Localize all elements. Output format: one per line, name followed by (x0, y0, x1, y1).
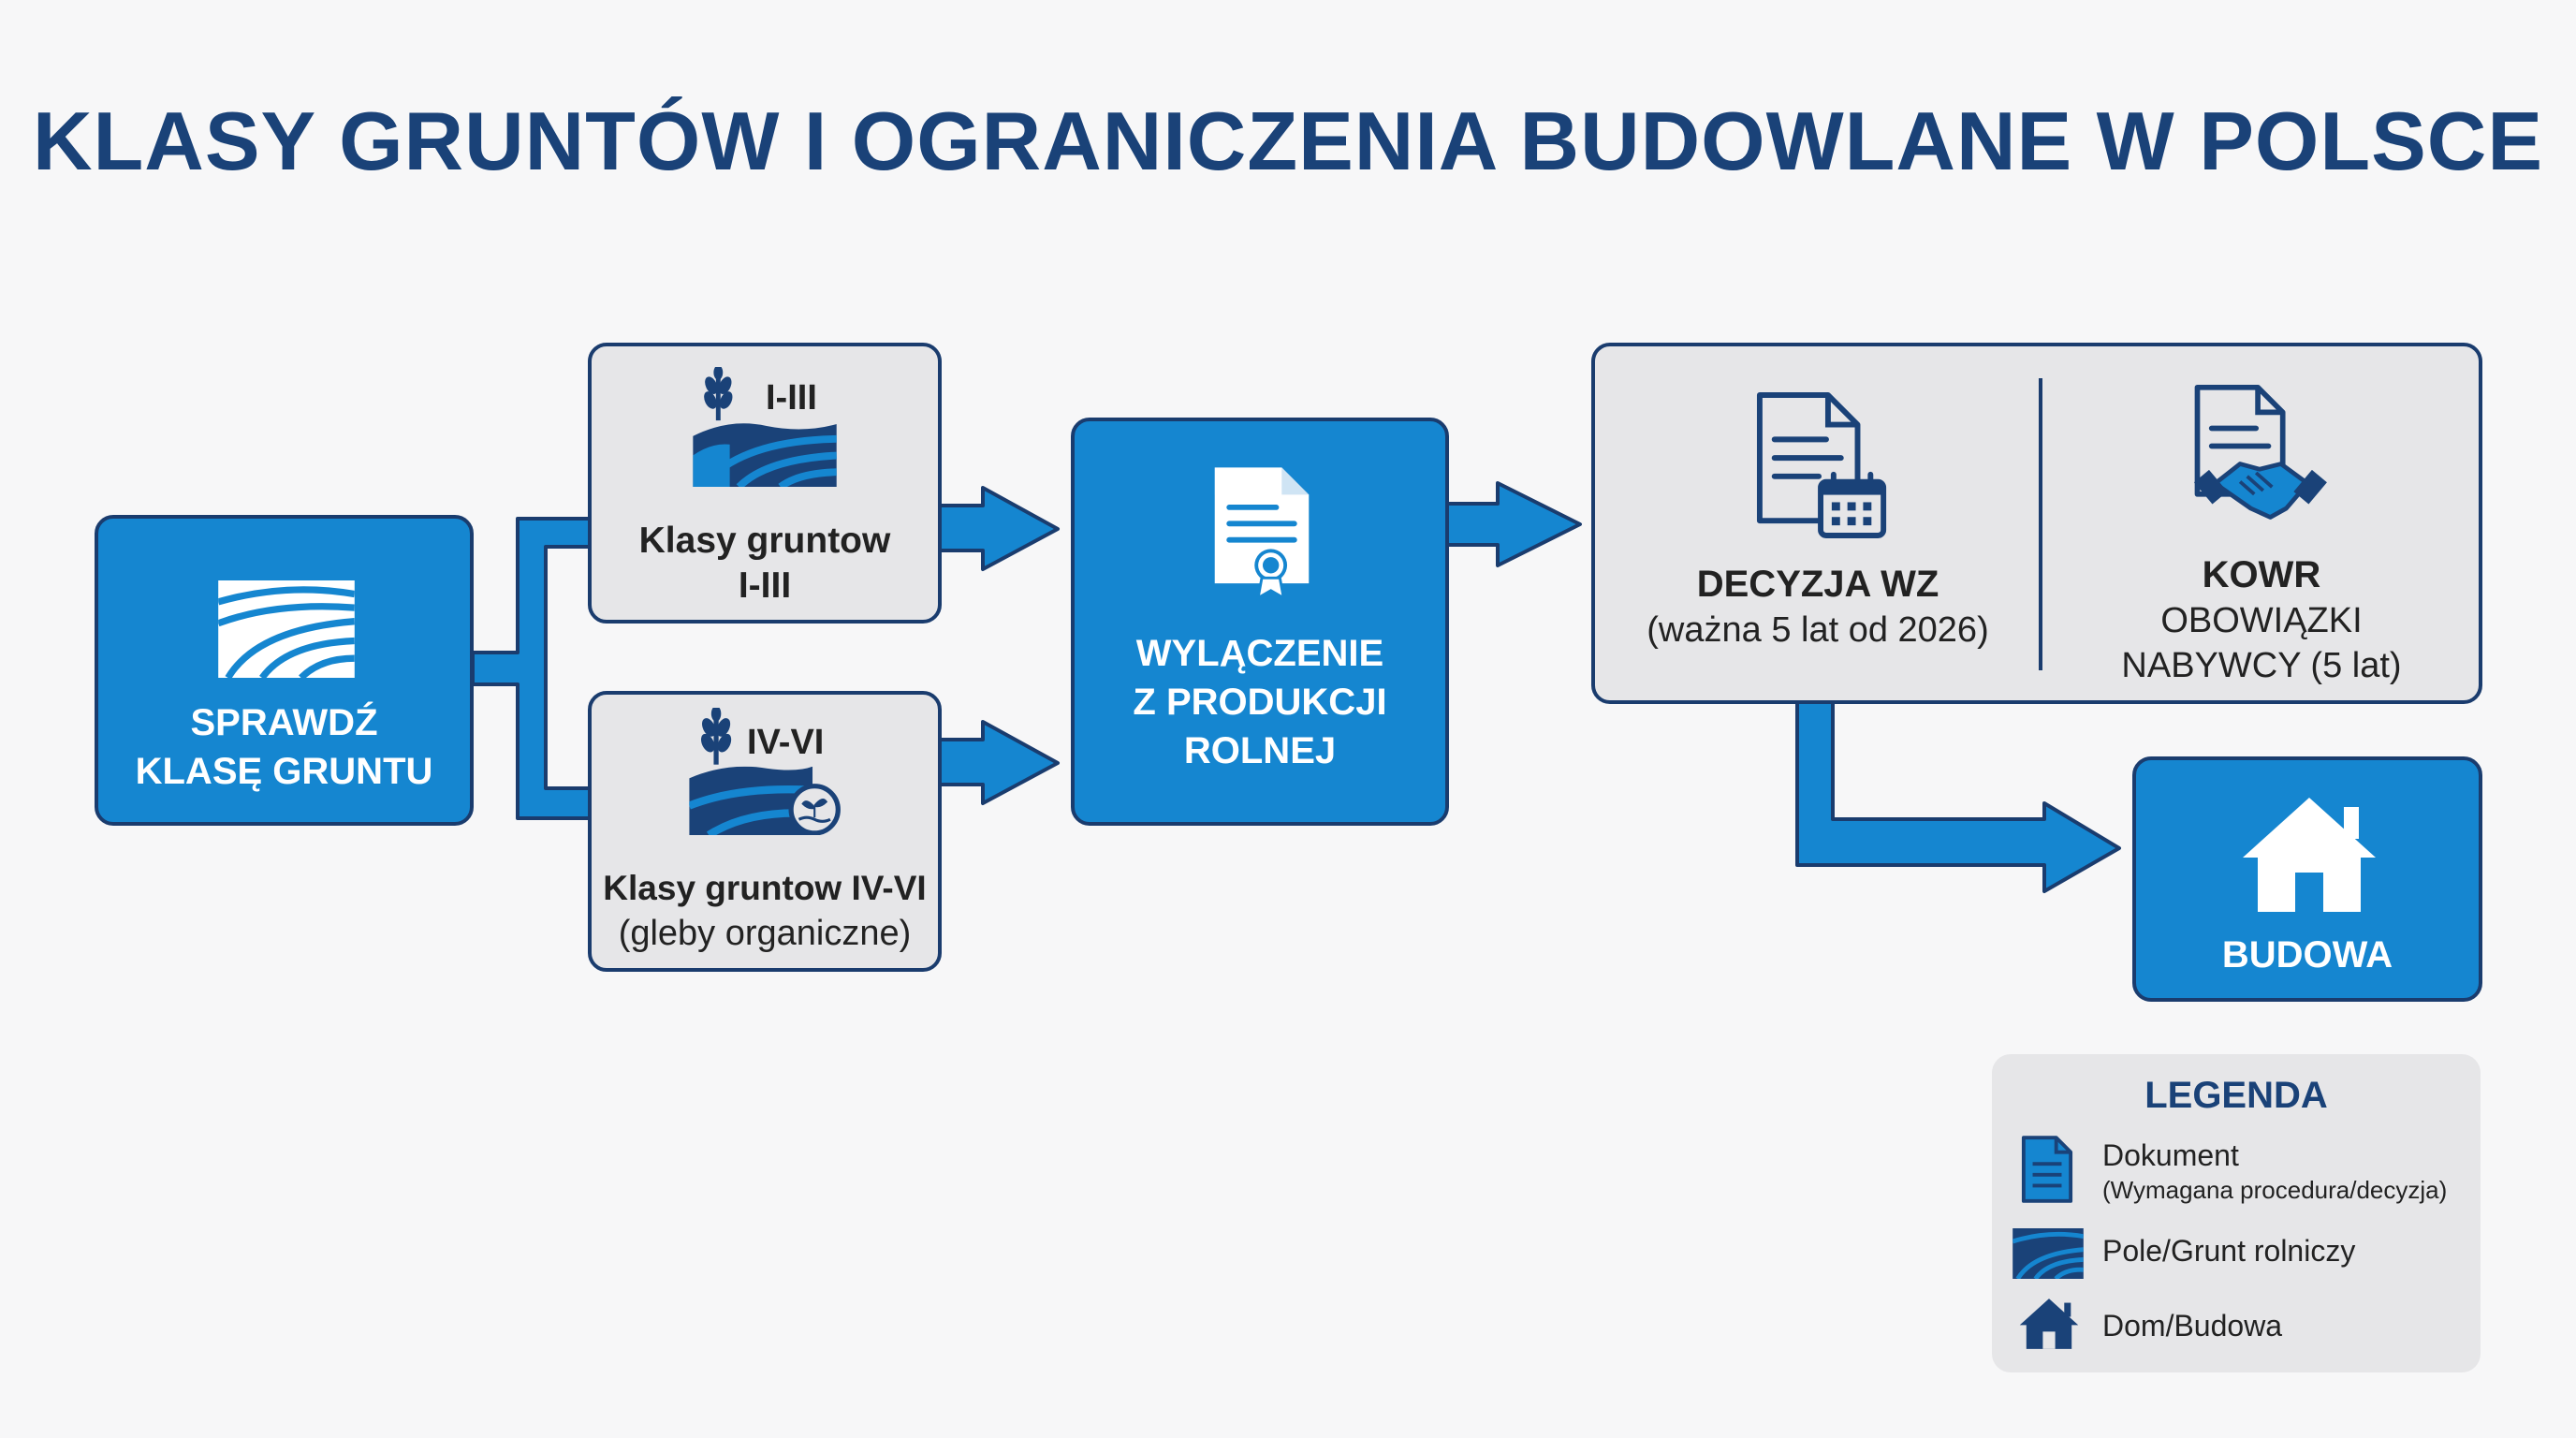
house-icon (2019, 1299, 2079, 1349)
class-low-label-line-1: Klasy gruntow IV-VI (603, 869, 927, 907)
exclusion-from-agriculture-box: WYLĄCZENIE Z PRODUKCJI ROLNEJ (1071, 418, 1449, 826)
kowr-line-1: OBOWIĄZKI (2160, 601, 2363, 640)
wheat-field-icon (693, 367, 837, 487)
document-icon (2021, 1136, 2073, 1203)
legend-title: LEGENDA (2144, 1075, 2328, 1116)
construction-box: BUDOWA (2132, 756, 2482, 1002)
field-icon (2012, 1228, 2084, 1279)
legend-item-document-label: Dokument (2102, 1138, 2239, 1172)
legend-item-house-label: Dom/Budowa (2102, 1309, 2283, 1343)
build-label: BUDOWA (2221, 934, 2393, 976)
legend-item-document-sublabel: (Wymagana procedura/decyzja) (2102, 1176, 2448, 1204)
class-low-badge: IV-VI (747, 723, 825, 762)
document-handshake-icon (2193, 384, 2327, 520)
legend: LEGENDA Dokument (Wymagana procedura/dec… (1992, 1054, 2481, 1372)
start-line-2: KLASĘ GRUNTU (135, 751, 433, 792)
decision-kowr-box: DECYZJA WZ (ważna 5 lat od 2026) KOWR OB… (1591, 343, 2482, 704)
kowr-title: KOWR (2202, 554, 2321, 595)
box-divider (2039, 378, 2042, 670)
check-soil-class-box: SPRAWDŹ KLASĘ GRUNTU (95, 515, 474, 826)
arrow-exclusion-to-decision (1445, 481, 1582, 567)
kowr-line-2: NABYWCY (5 lat) (2121, 646, 2402, 685)
decision-subtitle: (ważna 5 lat od 2026) (1647, 610, 1989, 650)
arrow-low-to-exclusion (938, 720, 1060, 805)
wheat-organic-soil-icon (689, 708, 841, 835)
house-icon (2243, 798, 2376, 912)
fork-connector (471, 517, 592, 820)
decision-title: DECYZJA WZ (1696, 564, 1939, 605)
field-icon (218, 580, 355, 678)
class-high-label-line-2: I-III (738, 565, 792, 606)
class-low-label-line-2: (gleby organiczne) (618, 914, 912, 953)
start-line-1: SPRAWDŹ (190, 702, 378, 743)
soil-class-high-box: I-III Klasy gruntow I-III (588, 343, 942, 624)
certificate-document-icon (1214, 467, 1310, 601)
exclusion-line-3: ROLNEJ (1183, 730, 1337, 771)
class-high-badge: I-III (766, 378, 817, 418)
page-title: KLASY GRUNTÓW I OGRANICZENIA BUDOWLANE W… (32, 95, 2544, 187)
document-calendar-icon (1756, 392, 1887, 538)
arrow-high-to-exclusion (938, 486, 1060, 571)
exclusion-line-2: Z PRODUKCJI (1133, 682, 1387, 723)
class-high-label-line-1: Klasy gruntow (638, 521, 891, 561)
legend-item-field-label: Pole/Grunt rolniczy (2102, 1234, 2356, 1268)
arrow-decision-to-build (1795, 700, 2121, 893)
soil-class-low-box: IV-VI Klasy gruntow IV-VI (gleby organic… (588, 691, 942, 972)
exclusion-line-1: WYLĄCZENIE (1135, 633, 1384, 674)
